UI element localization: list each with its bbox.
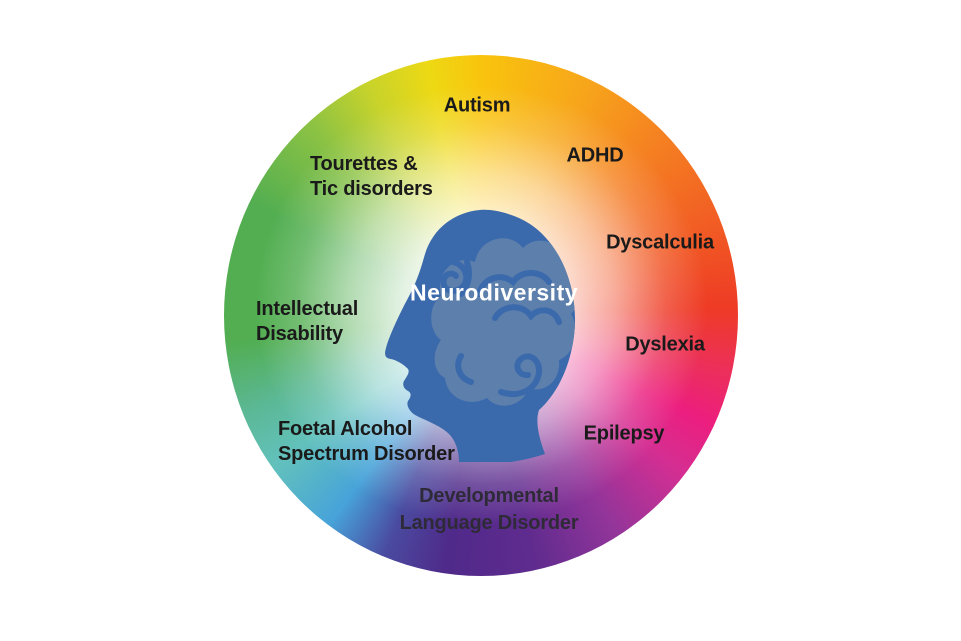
label-developmental-language-disorder: Developmental Language Disorder [400, 483, 579, 537]
brain-icon [425, 238, 576, 406]
label-tourettes-tic-disorders: Tourettes & Tic disorders [310, 152, 433, 202]
label-adhd: ADHD [566, 144, 624, 167]
label-line: Disability [256, 323, 343, 345]
label-intellectual-disability: Intellectual Disability [256, 297, 358, 347]
label-line: Spectrum Disorder [278, 443, 455, 465]
label-autism: Autism [443, 94, 511, 117]
label-line: Tourettes & [310, 153, 418, 175]
label-line: Foetal Alcohol [278, 418, 413, 440]
head-silhouette-icon [385, 209, 576, 462]
label-line: Tic disorders [310, 178, 433, 200]
label-dyslexia: Dyslexia [625, 333, 705, 356]
label-line: Language Disorder [399, 512, 579, 534]
label-foetal-alcohol-spectrum-disorder: Foetal Alcohol Spectrum Disorder [278, 417, 455, 467]
label-line: Intellectual [256, 298, 359, 320]
label-line: Developmental [419, 485, 559, 507]
center-label-neurodiversity: Neurodiversity [409, 279, 579, 306]
label-epilepsy: Epilepsy [583, 422, 665, 445]
label-dyscalculia: Dyscalculia [606, 231, 714, 254]
